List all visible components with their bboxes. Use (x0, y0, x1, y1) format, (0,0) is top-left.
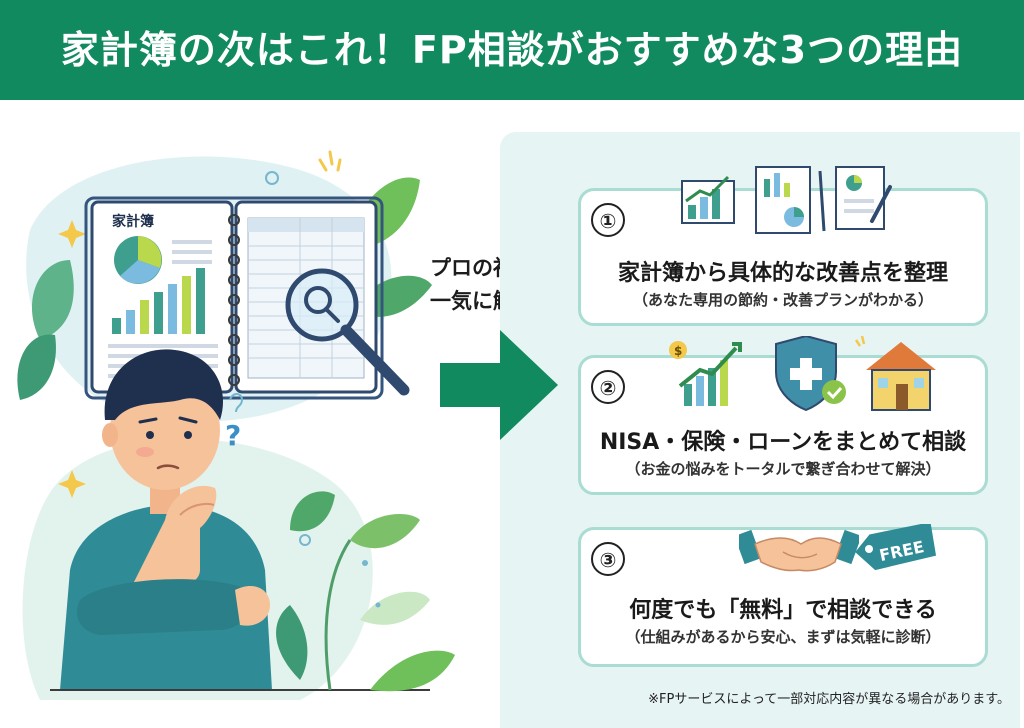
reason-number-2: ② (591, 370, 625, 404)
investment-insurance-home-icon: $ (669, 336, 936, 412)
handshake-icon (739, 529, 859, 572)
notebook-label: 家計簿 (112, 214, 154, 230)
person-thinking-illustration: ? (17, 150, 455, 700)
reason-card-3: ③ FREE 何度でも「無料」で相談できる （仕組みがあるから安心、まずは気軽に… (578, 524, 988, 667)
svg-text:?: ? (225, 419, 241, 452)
header-bar: 家計簿の次はこれ！FP相談がおすすめな3つの理由 (0, 0, 1024, 100)
reason-card-1: ① 家計簿から具体的な改善点を整理 （あなた専用の節約・改善プランがわかる） (578, 166, 988, 326)
free-tag-icon: FREE (855, 524, 937, 571)
reason-number-3: ③ (591, 542, 625, 576)
arrow-right-icon (440, 330, 558, 440)
reason-title-3: 何度でも「無料」で相談できる (629, 598, 937, 623)
reason-card-2: ② $ NISA・保険・ローンをまとめて相談 （お金の悩みをトータルで繋ぎ合わせ… (578, 336, 988, 495)
reason-detail-2: （お金の悩みをトータルで繋ぎ合わせて解決） (625, 460, 941, 478)
chart-report-icon (681, 166, 892, 234)
reason-number-1: ① (591, 203, 625, 237)
svg-text:$: $ (674, 344, 682, 358)
reason-detail-3: （仕組みがあるから安心、まずは気軽に診断） (625, 628, 941, 646)
reason-detail-1: （あなた専用の節約・改善プランがわかる） (632, 291, 933, 309)
reason-title-2: NISA・保険・ローンをまとめて相談 (599, 430, 967, 455)
footnote: ※FPサービスによって一部対応内容が異なる場合があります。 (648, 692, 1010, 707)
page-title: 家計簿の次はこれ！FP相談がおすすめな3つの理由 (60, 28, 964, 72)
reason-title-1: 家計簿から具体的な改善点を整理 (617, 261, 948, 286)
